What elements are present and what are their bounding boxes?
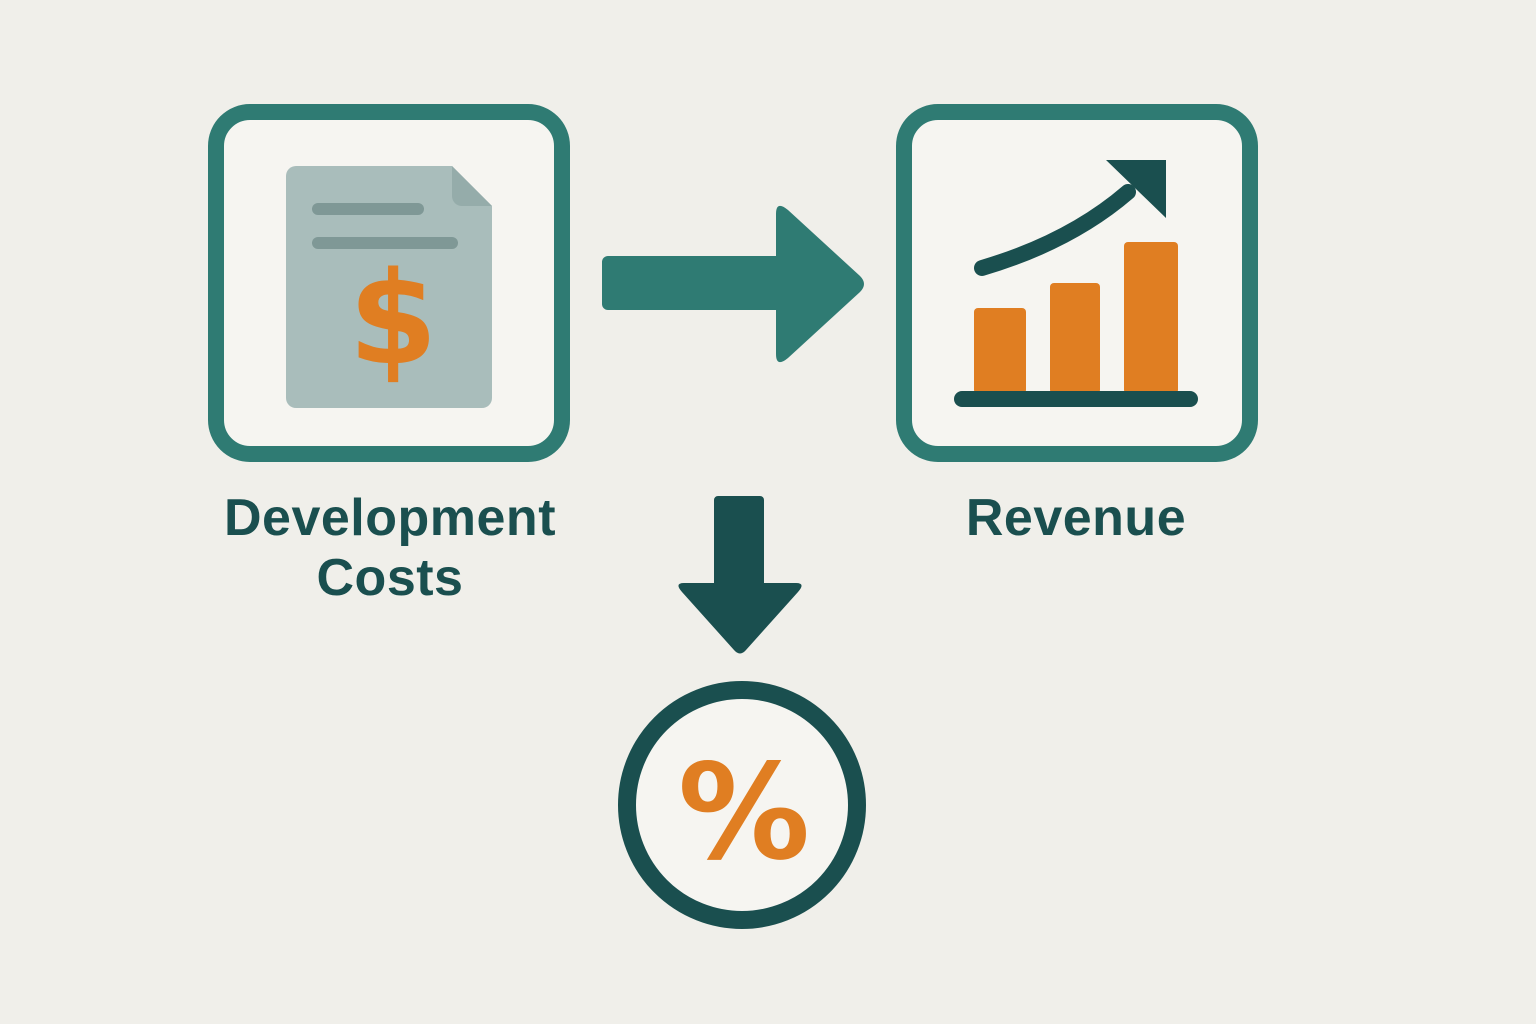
percent-icon: % bbox=[618, 681, 866, 929]
percent-circle bbox=[618, 681, 866, 929]
costs-label-line1: Development bbox=[223, 489, 557, 547]
bar-chart-growth-icon bbox=[954, 160, 1198, 407]
costs-label: Development Costs bbox=[180, 488, 600, 608]
chart-bar-icon bbox=[1124, 242, 1178, 394]
invoice-dollar-icon: $ bbox=[286, 166, 492, 408]
chart-bar-icon bbox=[1050, 283, 1100, 394]
trend-arrowhead-icon bbox=[1106, 160, 1166, 218]
trend-line-icon bbox=[974, 184, 1136, 276]
chart-bar-icon bbox=[974, 308, 1026, 394]
arrow-down-icon bbox=[678, 496, 802, 654]
revenue-label: Revenue bbox=[965, 489, 1187, 547]
dollar-sign-icon: $ bbox=[348, 245, 437, 394]
percent-symbol: % bbox=[678, 736, 810, 890]
arrow-right-icon bbox=[602, 205, 864, 363]
costs-label-line2: Costs bbox=[316, 549, 464, 607]
